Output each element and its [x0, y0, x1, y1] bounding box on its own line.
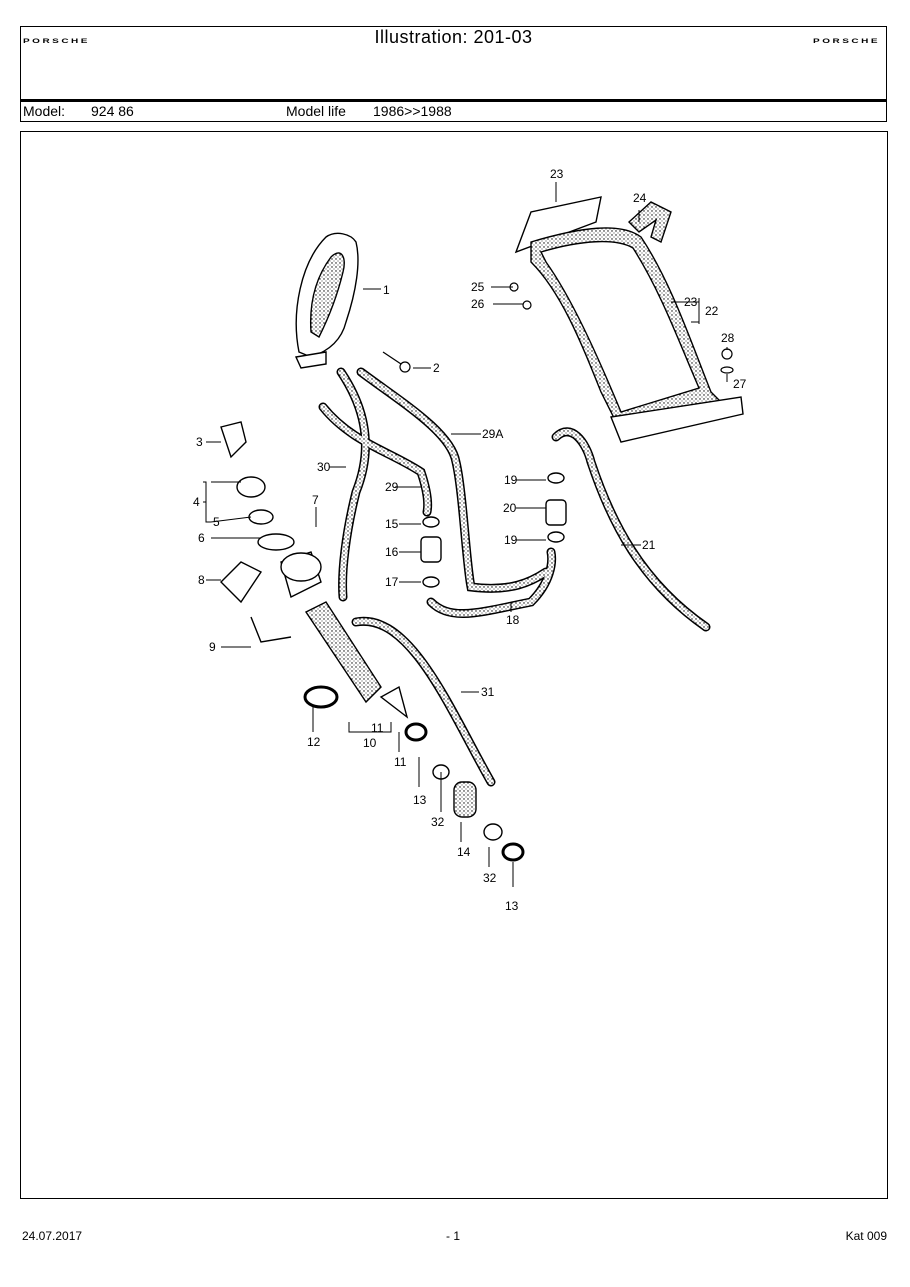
callout-21: 21 — [642, 538, 656, 552]
callout-18: 18 — [506, 613, 520, 627]
check-valves — [420, 472, 567, 588]
callout-1: 1 — [383, 283, 390, 297]
callout-30: 30 — [317, 460, 331, 474]
porsche-logo-right: PORSCHE — [813, 38, 880, 46]
callout-20: 20 — [503, 501, 517, 515]
filler-bracket — [294, 232, 359, 369]
callout-labels: 1 2 3 4 5 6 7 8 9 10 11 11 12 13 13 14 1… — [193, 167, 747, 913]
duct-clip — [627, 201, 672, 243]
callout-23a: 23 — [550, 167, 564, 181]
callout-12: 12 — [307, 735, 321, 749]
callout-11b: 11 — [394, 755, 407, 769]
print-date: 24.07.2017 — [22, 1229, 83, 1243]
callout-31: 31 — [481, 685, 495, 699]
leader-lines — [203, 182, 728, 887]
callout-24: 24 — [633, 191, 647, 205]
parts-diagram: 1 2 3 4 5 6 7 8 9 10 11 11 12 13 13 14 1… — [151, 142, 761, 922]
callout-32a: 32 — [431, 815, 445, 829]
callout-9: 9 — [209, 640, 216, 654]
model-life-value: 1986>>1988 — [373, 103, 452, 119]
callout-7: 7 — [312, 493, 319, 507]
callout-27: 27 — [733, 377, 747, 391]
callout-2: 2 — [433, 361, 440, 375]
callout-14: 14 — [457, 845, 471, 859]
callout-10: 10 — [363, 736, 377, 750]
illustration-title: Illustration: 201-03 — [374, 27, 533, 47]
callout-16: 16 — [385, 545, 399, 559]
callout-6: 6 — [198, 531, 205, 545]
page-header: PORSCHE Illustration: 201-03 PORSCHE Mod… — [20, 26, 887, 122]
air-duct — [514, 196, 744, 443]
callout-11a: 11 — [371, 721, 384, 735]
header-divider — [20, 99, 887, 102]
callout-4: 4 — [193, 495, 200, 509]
callout-17: 17 — [385, 575, 399, 589]
page-number: - 1 — [446, 1229, 461, 1243]
hose-fill — [320, 369, 709, 785]
callout-32b: 32 — [483, 871, 497, 885]
porsche-logo-left: PORSCHE — [23, 38, 90, 46]
callout-19b: 19 — [504, 533, 518, 547]
callout-13b: 13 — [505, 899, 519, 913]
model-value: 924 86 — [91, 103, 134, 119]
illustration-frame: 1 2 3 4 5 6 7 8 9 10 11 11 12 13 13 14 1… — [20, 131, 888, 1199]
callout-8: 8 — [198, 573, 205, 587]
catalog-id: Kat 009 — [845, 1229, 887, 1243]
callout-28: 28 — [721, 331, 735, 345]
callout-19a: 19 — [504, 473, 518, 487]
callout-29: 29 — [385, 480, 399, 494]
callout-23b: 23 — [684, 295, 698, 309]
callout-13a: 13 — [413, 793, 427, 807]
model-label: Model: — [23, 103, 66, 119]
model-row: Model: 924 86 Model life 1986>>1988 — [21, 102, 886, 121]
callout-26: 26 — [471, 297, 485, 311]
callout-3: 3 — [196, 435, 203, 449]
callout-29a: 29A — [482, 427, 503, 441]
screw — [382, 351, 411, 373]
callout-15: 15 — [385, 517, 399, 531]
callout-25: 25 — [471, 280, 485, 294]
filler-neck — [220, 421, 525, 862]
callout-22: 22 — [705, 304, 719, 318]
model-life-label: Model life — [286, 103, 346, 119]
callout-5: 5 — [213, 515, 220, 529]
